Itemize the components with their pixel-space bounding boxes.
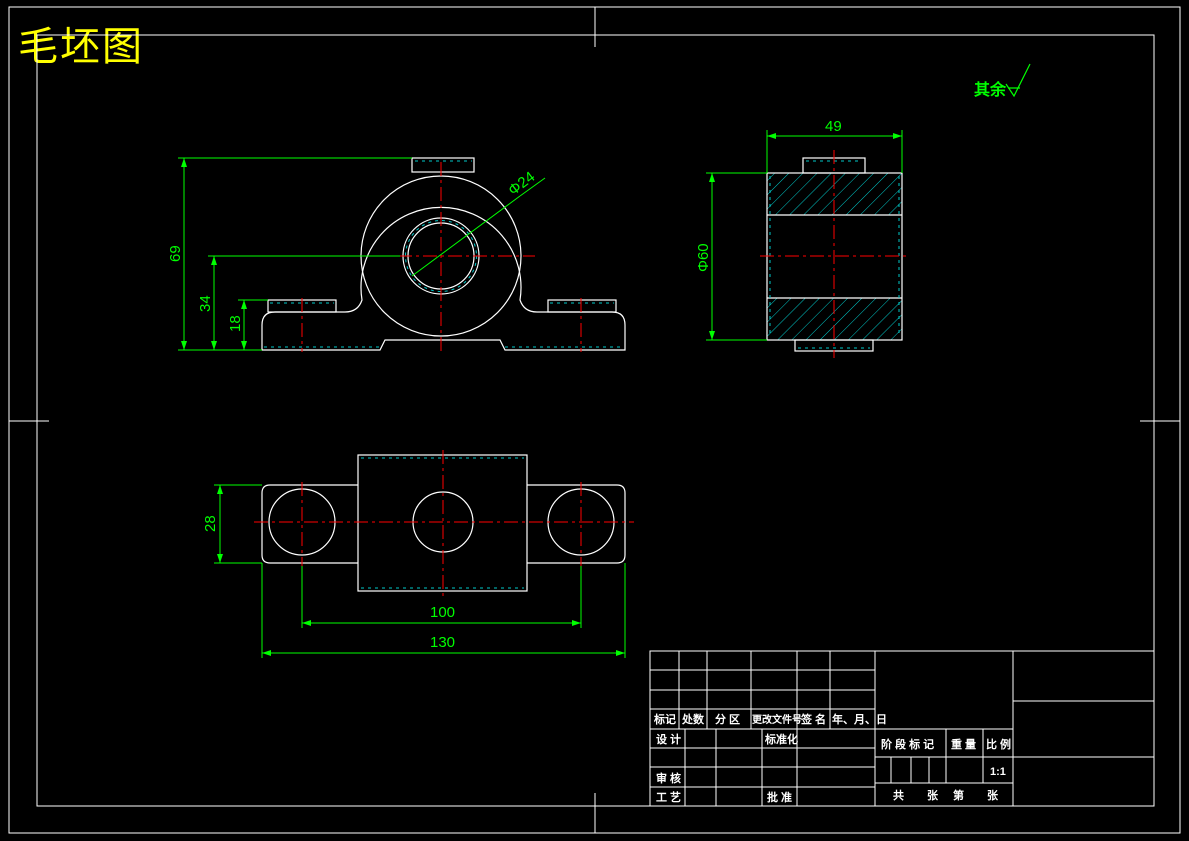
dim-total-length: 130 — [430, 634, 455, 651]
sheet-border — [8, 6, 1181, 834]
lbl-design: 设 计 — [656, 732, 681, 746]
scale-value: 1:1 — [990, 766, 1006, 778]
dim-side-diameter: Φ60 — [695, 243, 712, 272]
lbl-process: 工 艺 — [656, 790, 681, 804]
dim-total-height: 69 — [167, 245, 184, 262]
lbl-sheets-2: 张 — [987, 788, 999, 802]
lbl-sheet-no: 第 — [953, 788, 964, 802]
roughness-symbol-icon — [1005, 63, 1031, 98]
lbl-scale: 比 例 — [986, 737, 1011, 751]
lbl-sheets: 张 — [927, 788, 939, 802]
top-view: 28 100 130 — [202, 450, 634, 658]
hdr-signature: 签 名 — [800, 712, 826, 726]
hdr-change-doc: 更改文件号 — [752, 713, 802, 726]
title-block — [649, 650, 1155, 807]
dim-base-height: 18 — [227, 315, 244, 332]
dim-top-width: 28 — [202, 515, 219, 532]
lbl-total: 共 — [893, 788, 904, 802]
lbl-approve: 批 准 — [767, 790, 792, 804]
lbl-weight: 重 量 — [951, 737, 976, 751]
dim-hole-spacing: 100 — [430, 604, 455, 621]
drawing-title: 毛坯图 — [18, 24, 144, 70]
front-view: 69 34 18 Φ24 — [167, 157, 626, 355]
side-view: 49 Φ60 — [695, 118, 910, 358]
lbl-review: 审 核 — [656, 771, 681, 785]
dim-center-height: 34 — [197, 295, 214, 312]
surface-roughness-note: 其余 — [974, 63, 1031, 99]
dim-side-width: 49 — [825, 118, 842, 135]
hdr-mark: 标记 — [653, 712, 676, 726]
hdr-count: 处数 — [681, 712, 705, 726]
surface-note-text: 其余 — [974, 80, 1007, 99]
hdr-date: 年、月、日 — [832, 712, 887, 726]
lbl-stage-mark: 阶 段 标 记 — [881, 737, 934, 751]
hdr-zone: 分 区 — [715, 712, 740, 726]
title-block-text: 标记 处数 分 区 更改文件号 签 名 年、月、日 设 计 标准化 审 核 工 … — [653, 712, 1011, 804]
lbl-standardize: 标准化 — [764, 732, 798, 746]
